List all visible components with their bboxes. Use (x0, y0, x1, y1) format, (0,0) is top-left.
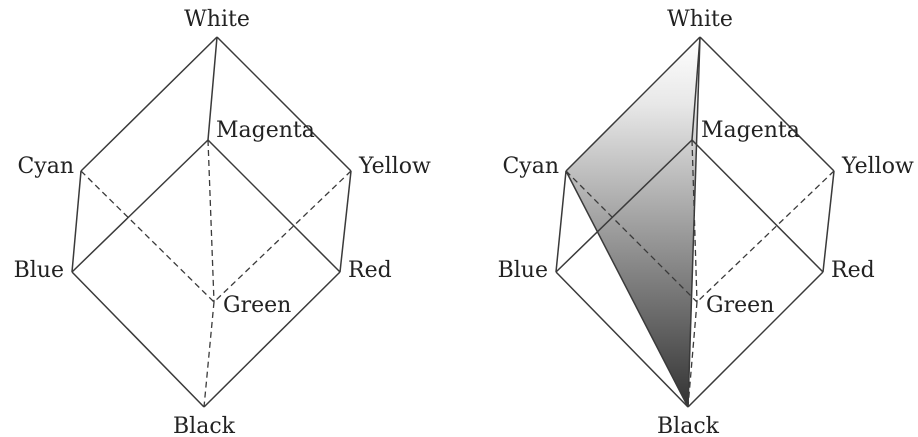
edge-green-black-hidden (687, 301, 698, 408)
left-cube: White Magenta Cyan Yellow Blue Red Green… (14, 7, 431, 437)
label-black: Black (657, 414, 720, 437)
edge-blue-black (71, 271, 205, 408)
label-green: Green (706, 293, 774, 318)
edge-yellow-red (339, 170, 352, 273)
label-cyan: Cyan (502, 154, 559, 179)
shaded-plane-white-cyan-black (566, 37, 700, 407)
edge-cyan-green-hidden (565, 170, 698, 303)
edge-cyan-black-plane (565, 170, 689, 408)
label-blue: Blue (14, 258, 64, 283)
label-red: Red (348, 258, 392, 283)
edge-magenta-blue (555, 139, 693, 273)
edge-yellow-green-hidden (696, 170, 835, 303)
right-cube-edges (555, 36, 835, 408)
edge-red-black (203, 271, 341, 408)
edge-green-black-hidden (203, 301, 215, 408)
edge-white-cyan (565, 36, 701, 172)
label-magenta: Magenta (216, 118, 315, 143)
left-cube-labels: White Magenta Cyan Yellow Blue Red Green… (14, 7, 431, 437)
edge-white-cyan (80, 36, 218, 172)
edge-magenta-red (691, 139, 824, 273)
label-cyan: Cyan (17, 154, 74, 179)
edge-magenta-red (207, 139, 341, 273)
edge-yellow-red (822, 170, 835, 273)
edge-magenta-green-hidden (207, 139, 215, 303)
edge-white-magenta (691, 36, 701, 141)
label-green: Green (223, 293, 291, 318)
edge-cyan-blue (555, 170, 567, 273)
label-white: White (667, 7, 733, 32)
label-yellow: Yellow (358, 154, 431, 179)
right-cube-labels: White Magenta Cyan Yellow Blue Red Green… (498, 7, 914, 437)
edge-yellow-green-hidden (213, 170, 352, 303)
edge-cyan-blue (71, 170, 82, 273)
edge-cyan-green-hidden (80, 170, 215, 303)
label-yellow: Yellow (841, 154, 914, 179)
edge-magenta-green-hidden (691, 139, 698, 303)
left-cube-edges (71, 36, 352, 408)
label-white: White (184, 7, 250, 32)
edge-magenta-blue (71, 139, 209, 273)
right-cube: White Magenta Cyan Yellow Blue Red Green… (498, 7, 914, 437)
label-magenta: Magenta (701, 118, 800, 143)
edge-white-magenta (207, 36, 218, 141)
label-red: Red (831, 258, 875, 283)
label-black: Black (173, 414, 236, 437)
edge-white-yellow (216, 36, 352, 172)
edge-blue-black (555, 271, 689, 408)
edge-white-yellow (699, 36, 835, 172)
label-blue: Blue (498, 258, 548, 283)
edge-red-black (687, 271, 824, 408)
